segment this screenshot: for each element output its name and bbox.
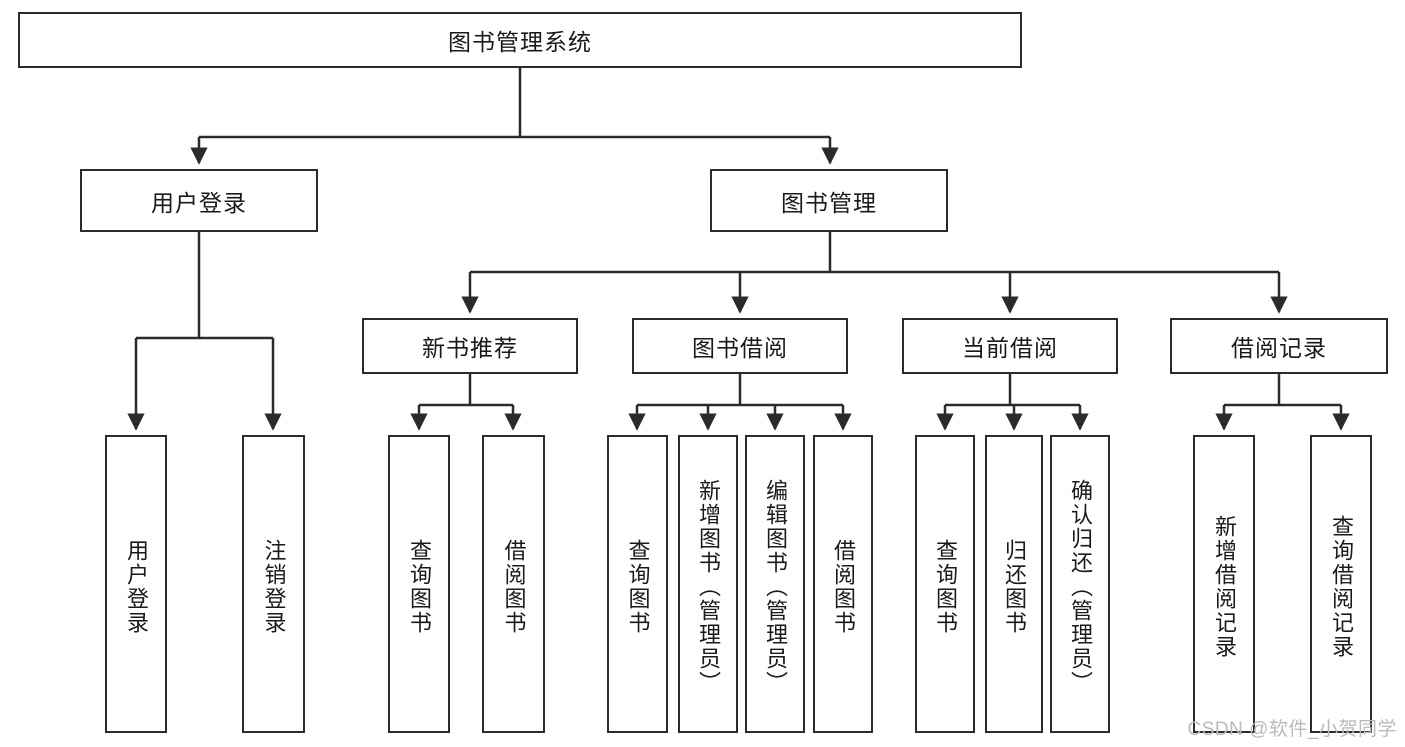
node-root-label: 图书管理系统 [448, 29, 592, 55]
node-user-login[interactable]: 用户登录 [80, 169, 318, 232]
node-leaf-add-record[interactable]: 新增借阅记录 [1193, 435, 1255, 733]
node-leaf-query-book-3[interactable]: 查询图书 [915, 435, 975, 733]
node-leaf-add-record-label: 新增借阅记录 [1212, 515, 1237, 659]
node-leaf-return-book[interactable]: 归还图书 [985, 435, 1043, 733]
node-new-book-rec[interactable]: 新书推荐 [362, 318, 578, 374]
node-leaf-query-book-1-label: 查询图书 [407, 539, 432, 635]
node-book-manage-label: 图书管理 [781, 189, 877, 216]
node-leaf-logout-label: 注销登录 [261, 539, 287, 635]
node-leaf-confirm-return[interactable]: 确认归还（管理员） [1050, 435, 1110, 733]
node-book-borrow[interactable]: 图书借阅 [632, 318, 848, 374]
node-leaf-confirm-return-label: 确认归还（管理员） [1068, 479, 1093, 695]
node-leaf-edit-book[interactable]: 编辑图书（管理员） [745, 435, 805, 733]
node-leaf-query-record-label: 查询借阅记录 [1329, 515, 1354, 659]
node-leaf-logout[interactable]: 注销登录 [242, 435, 305, 733]
node-leaf-add-book-label: 新增图书（管理员） [696, 479, 721, 695]
node-leaf-borrow-book-2[interactable]: 借阅图书 [813, 435, 873, 733]
node-root[interactable]: 图书管理系统 [18, 12, 1022, 68]
node-leaf-user-login[interactable]: 用户登录 [105, 435, 167, 733]
node-leaf-borrow-book-1-label: 借阅图书 [501, 539, 527, 635]
node-new-book-rec-label: 新书推荐 [422, 335, 518, 361]
node-leaf-edit-book-label: 编辑图书（管理员） [763, 479, 788, 695]
node-leaf-user-login-label: 用户登录 [124, 539, 149, 635]
node-leaf-return-book-label: 归还图书 [1002, 539, 1027, 635]
watermark-text: CSDN @软件_小贺同学 [1187, 719, 1397, 740]
node-book-borrow-label: 图书借阅 [692, 335, 788, 361]
node-leaf-query-book-1[interactable]: 查询图书 [388, 435, 450, 733]
node-current-borrow[interactable]: 当前借阅 [902, 318, 1118, 374]
node-user-login-label: 用户登录 [151, 189, 247, 216]
node-borrow-record[interactable]: 借阅记录 [1170, 318, 1388, 374]
node-book-manage[interactable]: 图书管理 [710, 169, 948, 232]
node-borrow-record-label: 借阅记录 [1231, 335, 1327, 361]
node-leaf-query-record[interactable]: 查询借阅记录 [1310, 435, 1372, 733]
node-leaf-add-book[interactable]: 新增图书（管理员） [678, 435, 738, 733]
node-leaf-borrow-book-1[interactable]: 借阅图书 [482, 435, 545, 733]
node-leaf-borrow-book-2-label: 借阅图书 [831, 539, 856, 635]
node-leaf-query-book-2[interactable]: 查询图书 [607, 435, 668, 733]
node-leaf-query-book-2-label: 查询图书 [625, 539, 651, 635]
node-leaf-query-book-3-label: 查询图书 [933, 539, 958, 635]
node-current-borrow-label: 当前借阅 [962, 335, 1058, 361]
